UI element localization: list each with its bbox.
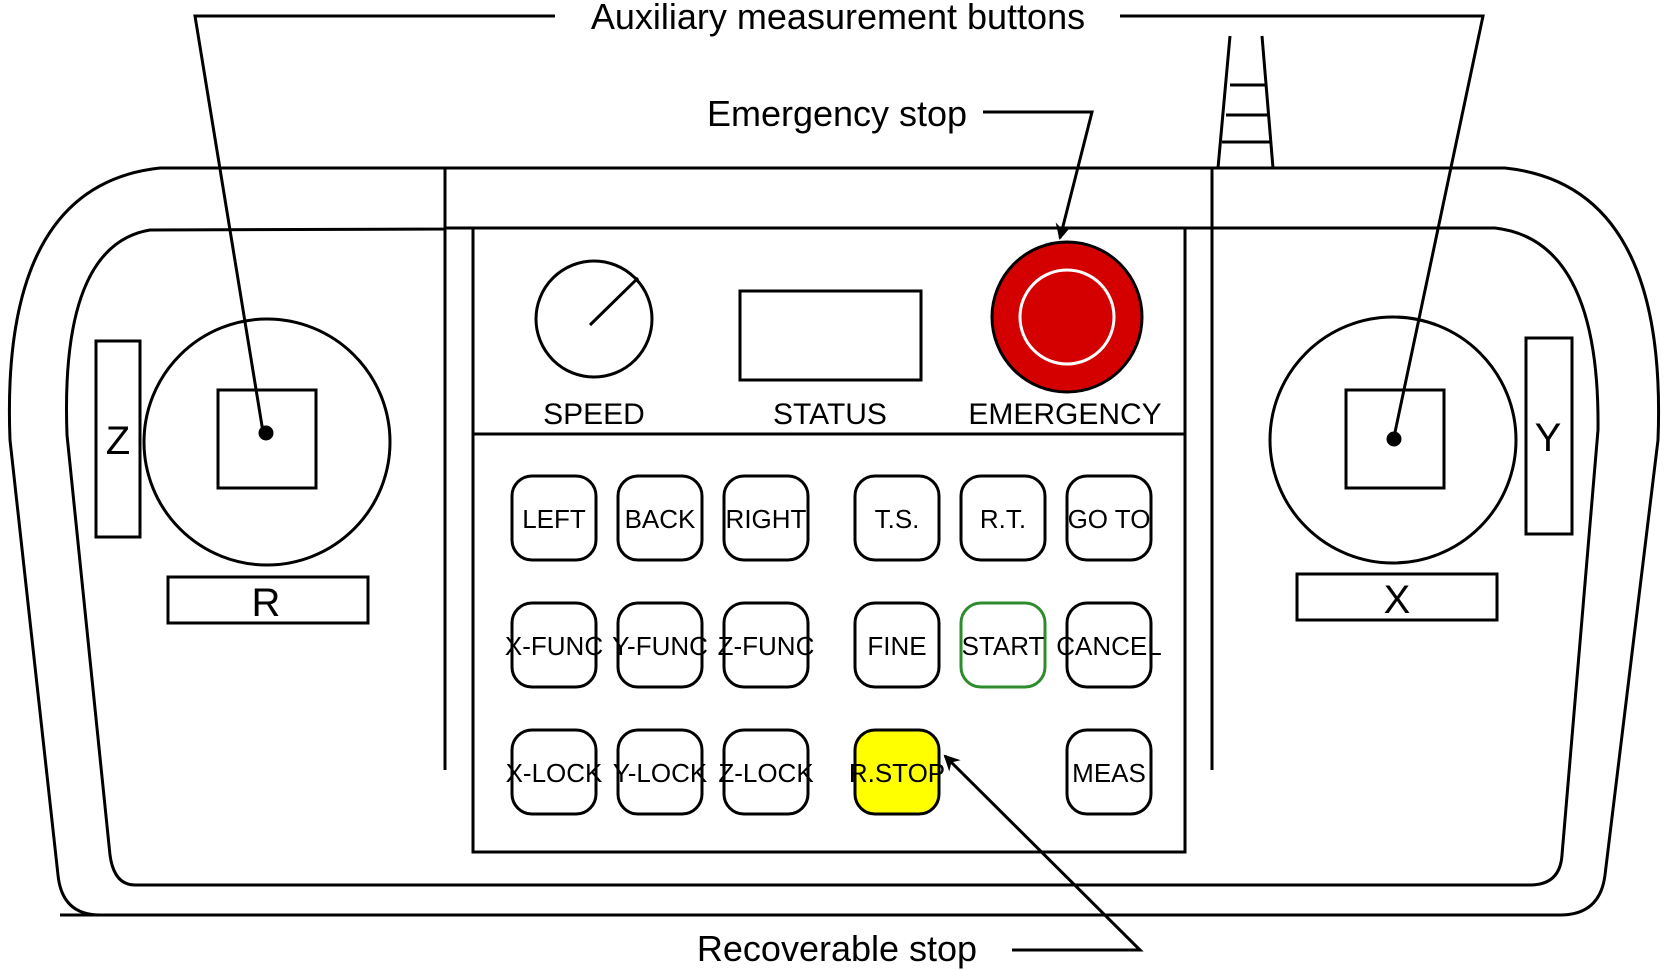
x-lock-button-label: X-LOCK [506,758,603,788]
goto-button[interactable]: GO TO [1065,474,1153,562]
left-joystick[interactable] [142,317,392,567]
auxiliary-callout: Auxiliary measurement buttons [591,0,1085,37]
z-axis-label: Z [106,419,130,463]
status-label: STATUS [773,398,887,431]
r-slider[interactable] [166,575,370,625]
fine-button[interactable]: FINE [853,601,941,689]
z-lock-button[interactable]: Z-LOCK [718,728,814,816]
x-func-button[interactable]: X-FUNC [505,601,603,689]
right-joystick[interactable] [1268,315,1518,565]
button-grid: LEFT BACK RIGHT T.S. R.T. GO TO X-FUNC [505,474,1162,816]
emergency-callout: Emergency stop [707,93,967,134]
cancel-button[interactable]: CANCEL [1056,601,1162,689]
z-func-button[interactable]: Z-FUNC [718,601,815,689]
right-button[interactable]: RIGHT [722,474,810,562]
back-button[interactable]: BACK [616,474,704,562]
z-lock-button-label: Z-LOCK [718,758,814,788]
goto-button-label: GO TO [1068,504,1151,534]
x-lock-button[interactable]: X-LOCK [506,728,603,816]
rstop-button[interactable]: R.STOP [849,728,945,816]
right-button-label: RIGHT [726,504,807,534]
rt-button-label: R.T. [980,504,1026,534]
left-button[interactable]: LEFT [510,474,598,562]
z-func-button-label: Z-FUNC [718,631,815,661]
left-button-label: LEFT [522,504,586,534]
start-button-label: START [962,631,1045,661]
rt-button[interactable]: R.T. [959,474,1047,562]
start-button[interactable]: START [959,601,1047,689]
x-axis-label: X [1384,578,1411,622]
ts-button[interactable]: T.S. [853,474,941,562]
speed-dial[interactable] [534,259,654,379]
fine-button-label: FINE [867,631,926,661]
x-func-button-label: X-FUNC [505,631,603,661]
emergency-stop-button[interactable] [990,240,1144,394]
speed-label: SPEED [543,398,645,431]
rstop-button-label: R.STOP [849,758,945,788]
back-button-label: BACK [625,504,696,534]
ts-button-label: T.S. [875,504,920,534]
y-lock-button-label: Y-LOCK [613,758,708,788]
meas-button-label: MEAS [1072,758,1146,788]
callout-leaders [193,14,1485,952]
y-lock-button[interactable]: Y-LOCK [613,728,708,816]
y-func-button[interactable]: Y-FUNC [612,601,708,689]
pendant-body [7,35,1661,917]
status-display [738,289,923,382]
y-slider[interactable] [1524,336,1574,536]
z-slider[interactable] [94,339,142,539]
y-axis-label: Y [1535,416,1562,460]
emergency-label: EMERGENCY [968,398,1161,431]
meas-button[interactable]: MEAS [1065,728,1153,816]
x-slider[interactable] [1295,572,1499,622]
r-axis-label: R [252,581,281,625]
recoverable-callout: Recoverable stop [697,928,977,969]
cancel-button-label: CANCEL [1056,631,1161,661]
y-func-button-label: Y-FUNC [612,631,708,661]
